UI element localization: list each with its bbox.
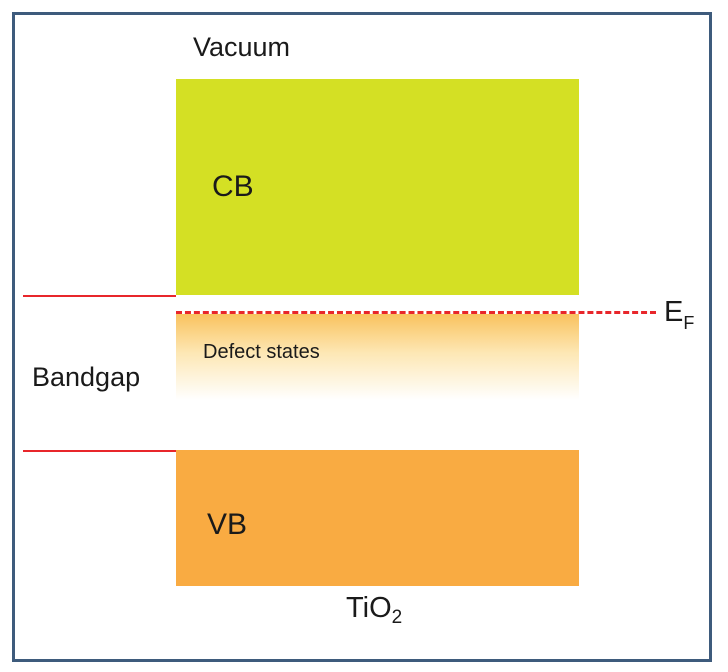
- valence-band-label: VB: [207, 508, 248, 541]
- conduction-band-edge-line: [23, 295, 176, 297]
- defect-states-region: [176, 314, 579, 400]
- valence-band-edge-line: [23, 450, 176, 452]
- conduction-band-label: CB: [212, 170, 254, 203]
- fermi-level-line: [176, 311, 656, 314]
- defect-states-label: Defect states: [203, 341, 320, 363]
- valence-band: [176, 450, 579, 586]
- material-subscript: 2: [391, 607, 403, 628]
- conduction-band: [176, 79, 579, 295]
- bandgap-label: Bandgap: [32, 362, 141, 392]
- fermi-level-label: EF: [664, 296, 694, 334]
- fermi-level-symbol: E: [664, 296, 684, 328]
- material-base: TiO: [346, 592, 392, 624]
- fermi-level-subscript: F: [683, 313, 695, 333]
- vacuum-label: Vacuum: [193, 32, 291, 62]
- material-label: TiO2: [346, 592, 402, 629]
